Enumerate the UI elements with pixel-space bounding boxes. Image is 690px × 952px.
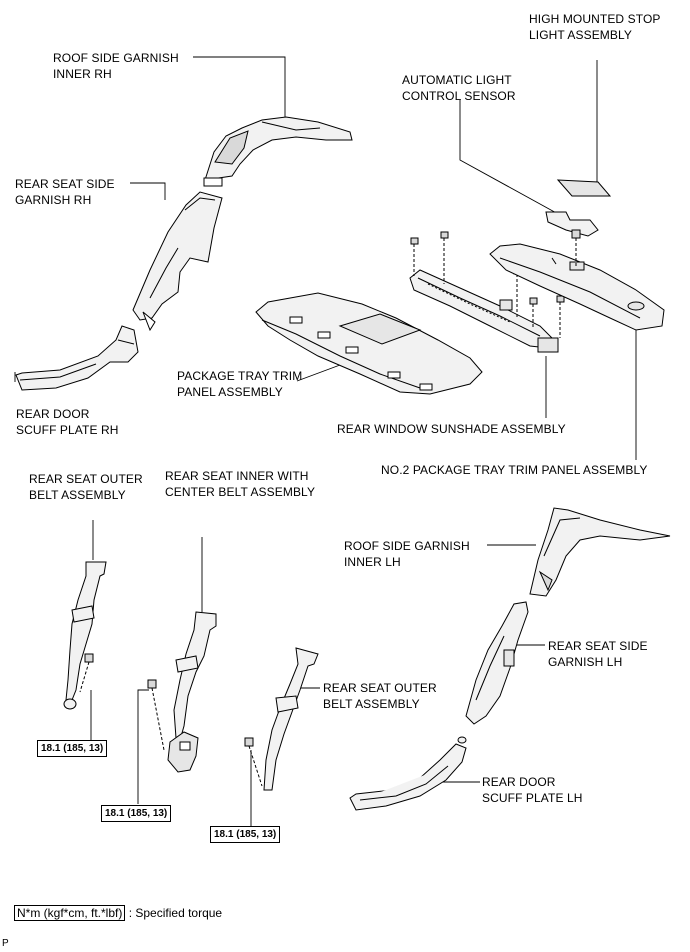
label-line: REAR SEAT OUTER — [29, 472, 143, 486]
bolt-icon — [529, 297, 538, 328]
torque-value-center: 18.1 (185, 13) — [101, 805, 172, 822]
label-line: LIGHT ASSEMBLY — [529, 28, 632, 42]
label-line: PANEL ASSEMBLY — [177, 385, 283, 399]
label-rear-window-sunshade: REAR WINDOW SUNSHADE ASSEMBLY — [337, 422, 566, 436]
torque-value-right: 18.1 (185, 13) — [210, 826, 281, 843]
legend-unit-box: N*m (kgf*cm, ft.*lbf) — [14, 905, 126, 921]
label-line: INNER RH — [53, 67, 112, 81]
label-package-tray-trim-panel: PACKAGE TRAY TRIM PANEL ASSEMBLY — [177, 368, 302, 400]
label-line: CONTROL SENSOR — [402, 89, 516, 103]
label-line: BELT ASSEMBLY — [29, 488, 126, 502]
no2-package-tray-trim-panel — [489, 243, 665, 331]
label-line: ROOF SIDE GARNISH — [53, 51, 179, 65]
label-line: SCUFF PLATE RH — [16, 423, 119, 437]
label-line: GARNISH LH — [548, 655, 623, 669]
high-mounted-stop-light — [556, 179, 612, 197]
label-high-mounted-stop-light: HIGH MOUNTED STOP LIGHT ASSEMBLY — [529, 11, 661, 43]
rear-door-scuff-plate-rh — [15, 325, 139, 391]
label-line: CENTER BELT ASSEMBLY — [165, 485, 316, 499]
rear-seat-inner-center-belt — [167, 611, 217, 773]
label-roof-side-garnish-inner-rh: ROOF SIDE GARNISH INNER RH — [53, 50, 179, 82]
belt-bolt-left — [79, 653, 94, 693]
label-rear-door-scuff-plate-lh: REAR DOOR SCUFF PLATE LH — [482, 774, 583, 806]
label-no2-package-tray-trim-panel: NO.2 PACKAGE TRAY TRIM PANEL ASSEMBLY — [381, 463, 648, 477]
automatic-light-control-sensor — [545, 211, 599, 268]
rear-seat-side-garnish-lh — [465, 601, 529, 725]
bolt-icon — [410, 237, 419, 276]
label-rear-seat-outer-belt-right: REAR SEAT OUTER BELT ASSEMBLY — [323, 680, 437, 712]
rear-seat-outer-belt-right — [263, 647, 319, 791]
label-line: INNER LH — [344, 555, 401, 569]
label-line: BELT ASSEMBLY — [323, 697, 420, 711]
label-line: HIGH MOUNTED STOP — [529, 12, 661, 26]
roof-side-garnish-inner-lh — [529, 507, 671, 597]
torque-legend: N*m (kgf*cm, ft.*lbf) : Specified torque — [14, 905, 222, 921]
label-line: GARNISH RH — [15, 193, 92, 207]
label-line: ROOF SIDE GARNISH — [344, 539, 470, 553]
belt-bolt-right — [244, 737, 263, 787]
label-line: PACKAGE TRAY TRIM — [177, 369, 303, 383]
bolt-icon — [556, 295, 565, 338]
roof-side-garnish-inner-rh — [203, 116, 353, 187]
label-rear-seat-inner-center-belt: REAR SEAT INNER WITH CENTER BELT ASSEMBL… — [165, 468, 315, 500]
label-rear-seat-side-garnish-lh: REAR SEAT SIDE GARNISH LH — [548, 638, 648, 670]
label-roof-side-garnish-inner-lh: ROOF SIDE GARNISH INNER LH — [344, 538, 470, 570]
corner-mark: P — [2, 938, 9, 949]
label-line: AUTOMATIC LIGHT — [402, 73, 512, 87]
rear-door-scuff-plate-lh — [349, 736, 467, 811]
label-rear-seat-side-garnish-rh: REAR SEAT SIDE GARNISH RH — [15, 176, 115, 208]
label-line: SCUFF PLATE LH — [482, 791, 583, 805]
label-line: REAR SEAT INNER WITH — [165, 469, 309, 483]
torque-value-left: 18.1 (185, 13) — [37, 740, 108, 757]
label-automatic-light-control-sensor: AUTOMATIC LIGHT CONTROL SENSOR — [402, 72, 516, 104]
belt-bolt-center — [147, 679, 165, 751]
label-rear-door-scuff-plate-rh: REAR DOOR SCUFF PLATE RH — [16, 406, 119, 438]
label-rear-seat-outer-belt-left: REAR SEAT OUTER BELT ASSEMBLY — [29, 471, 143, 503]
label-line: REAR SEAT OUTER — [323, 681, 437, 695]
label-line: REAR DOOR — [16, 407, 90, 421]
package-tray-trim-panel — [255, 292, 483, 395]
rear-seat-side-garnish-rh — [132, 191, 223, 332]
bolt-icon — [440, 231, 449, 284]
label-line: REAR SEAT SIDE — [548, 639, 648, 653]
rear-seat-outer-belt-left — [63, 561, 107, 710]
label-line: REAR SEAT SIDE — [15, 177, 115, 191]
legend-text: : Specified torque — [128, 906, 223, 920]
rear-window-sunshade — [409, 269, 559, 353]
label-line: REAR DOOR — [482, 775, 556, 789]
